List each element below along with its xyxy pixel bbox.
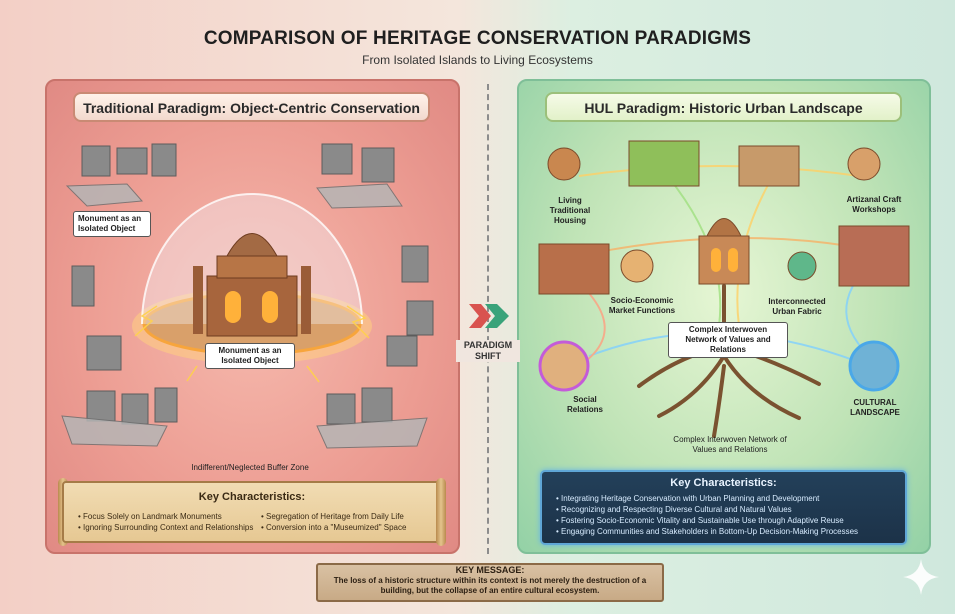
hul-key-item: • Integrating Heritage Conservation with… <box>556 494 820 503</box>
monument-label-top: Monument as an Isolated Object <box>73 211 151 237</box>
hul-key-characteristics <box>540 470 907 545</box>
isolated-monument-illustration <box>61 143 434 449</box>
traditional-paradigm-title: Traditional Paradigm: Object-Centric Con… <box>73 92 430 122</box>
page-title: COMPARISON OF HERITAGE CONSERVATION PARA… <box>203 28 752 49</box>
key-message-box <box>316 563 664 602</box>
traditional-key-title: Key Characteristics: <box>198 491 306 503</box>
hul-key-title: Key Characteristics: <box>670 477 777 489</box>
hul-key-item: • Recognizing and Respecting Diverse Cul… <box>556 505 792 514</box>
label-urban-fabric: Interconnected Urban Fabric <box>768 297 826 316</box>
traditional-key-item: • Conversion into a "Museumized" Space <box>261 523 407 532</box>
label-network-bottom: Complex Interwoven Network of Values and… <box>673 435 787 454</box>
label-market-functions: Socio-Economic Market Functions <box>608 296 676 315</box>
page-subtitle: From Isolated Islands to Living Ecosyste… <box>362 53 593 67</box>
label-social-relations: Social Relations <box>566 395 603 414</box>
label-craft-workshops: Artizanal Craft Workshops <box>846 195 902 214</box>
buffer-zone-label: Indifferent/Neglected Buffer Zone <box>191 463 309 472</box>
traditional-key-characteristics <box>62 481 442 543</box>
label-cultural-landscape: CULTURAL LANDSCAPE <box>850 398 900 417</box>
sparkle-icon <box>903 559 939 595</box>
key-message-title: KEY MESSAGE: <box>455 565 525 575</box>
hul-paradigm-title: HUL Paradigm: Historic Urban Landscape <box>545 92 902 122</box>
hul-key-item: • Engaging Communities and Stakeholders … <box>556 527 859 536</box>
monument-label-bottom: Monument as an Isolated Object <box>205 343 295 369</box>
paradigm-shift-arrow-icon <box>469 304 509 328</box>
paradigm-shift-label: PARADIGM SHIFT <box>456 340 520 362</box>
label-network-center: Complex Interwoven Network of Values and… <box>668 322 788 358</box>
hul-network-illustration <box>538 140 910 438</box>
scroll-right-end <box>436 478 446 546</box>
traditional-key-item: • Segregation of Heritage from Daily Lif… <box>261 512 404 521</box>
traditional-key-item: • Focus Solely on Landmark Monuments <box>78 512 222 521</box>
hul-key-item: • Fostering Socio-Economic Vitality and … <box>556 516 844 525</box>
traditional-key-item: • Ignoring Surrounding Context and Relat… <box>78 523 254 532</box>
label-living-housing: Living Traditional Housing <box>549 196 591 225</box>
key-message-text: The loss of a historic structure within … <box>333 576 647 595</box>
